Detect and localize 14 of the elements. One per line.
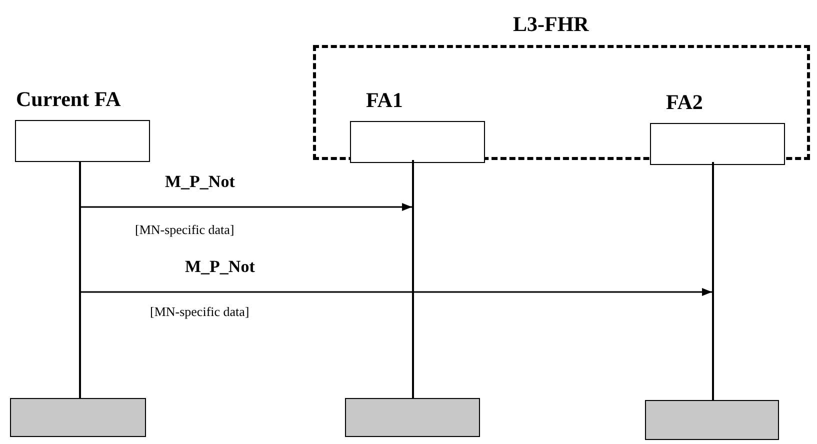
message-parameter: [MN-specific data]: [135, 222, 234, 238]
lifeline: [712, 162, 714, 400]
node-title: FA2: [666, 90, 703, 114]
lifeline-end-box: [645, 400, 779, 440]
node-title: FA1: [366, 88, 403, 112]
lifeline: [412, 160, 414, 398]
node-title: L3-FHR: [513, 12, 589, 36]
lifeline-end-box: [345, 398, 480, 437]
message-parameter: [MN-specific data]: [150, 304, 250, 320]
lifeline: [79, 162, 81, 398]
node-title: Current FA: [16, 87, 121, 111]
message-arrow: [81, 203, 412, 211]
lifeline-end-box: [10, 398, 146, 437]
message-arrow: [81, 288, 712, 296]
